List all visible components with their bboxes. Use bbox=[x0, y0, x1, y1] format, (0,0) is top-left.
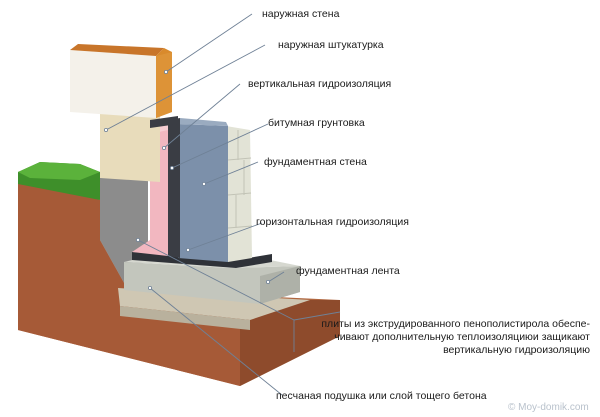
label-vertical-waterproofing: вертикальная гидроизоляция bbox=[248, 78, 392, 90]
label-foundation-strip: фундаментная лента bbox=[296, 265, 400, 277]
label-outer-plaster: наружная штукатурка bbox=[278, 39, 384, 51]
foundation-wall bbox=[178, 118, 228, 262]
label-outer-wall: наружная стена bbox=[262, 8, 340, 20]
watermark: © Moy-domik.com bbox=[508, 402, 589, 413]
horizontal-waterproofing bbox=[132, 252, 272, 268]
soil bbox=[18, 178, 340, 386]
sand-cushion bbox=[118, 288, 310, 330]
label-foundation-wall: фундаментная стена bbox=[264, 156, 367, 168]
label-horizontal-waterproofing: горизонтальная гидроизоляция bbox=[256, 216, 409, 228]
label-bitumen-primer: битумная грунтовка bbox=[268, 117, 365, 129]
grass bbox=[18, 162, 100, 200]
leader-dots bbox=[104, 70, 270, 290]
foundation-blocks bbox=[226, 126, 253, 262]
label-eps-boards-line3: вертикальную гидроизоляцию bbox=[443, 344, 590, 356]
label-sand-cushion: песчаная подушка или слой тощего бетона bbox=[276, 390, 487, 402]
label-eps-boards-line1: плиты из экструдированного пенополистиро… bbox=[321, 318, 590, 330]
label-eps-boards-line2: чивают дополнительную теплоизоляциюи защ… bbox=[334, 331, 590, 343]
label-eps-boards: плиты из экструдированного пенополистиро… bbox=[290, 318, 590, 357]
leader-lines bbox=[105, 13, 341, 396]
bitumen-primer bbox=[168, 118, 180, 258]
outer-wall bbox=[70, 44, 172, 118]
